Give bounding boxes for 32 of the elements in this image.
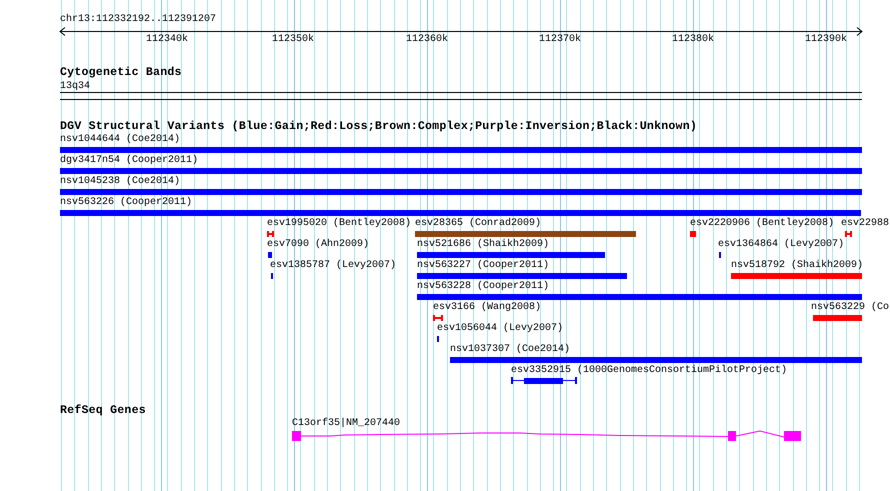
tick-label: 112360k	[406, 34, 448, 46]
track-heading: DGV Structural Variants (Blue:Gain;Red:Loss;Brown:Complex;Purple:Inversion;Black:Unknown)	[60, 121, 698, 133]
track-label: nsv1037307 (Coe2014)	[450, 344, 570, 356]
track-label: 13q34	[60, 81, 90, 93]
tick-label: 112380k	[672, 34, 714, 46]
track-label: nsv518792 (Shaikh2009)	[731, 260, 864, 272]
track-label: esv2220906 (Bentley2008)	[690, 218, 834, 230]
track-label: nsv521686 (Shaikh2009)	[417, 239, 550, 251]
track-label: esv1385787 (Levy2007)	[270, 260, 396, 272]
track-label: esv1995020 (Bentley2008)	[267, 218, 412, 230]
track-label: esv1364864 (Levy2007)	[718, 239, 844, 251]
tick-label: 112350k	[272, 34, 314, 46]
track-label: esv22988	[841, 218, 890, 230]
track-label: esv3352915 (1000GenomesConsortiumPilotProject)	[511, 365, 788, 377]
track-label: esv7090 (Ahn2009)	[267, 239, 370, 251]
track-heading: RefSeq Genes	[60, 405, 146, 417]
track-label: nsv563226 (Cooper2011)	[60, 197, 192, 209]
track-label: nsv563229 (Co	[811, 302, 890, 314]
tick-label: 112340k	[146, 34, 188, 46]
track-label: C13orf35|NM_207440	[292, 418, 400, 430]
track-label: nsv563228 (Cooper2011)	[417, 281, 550, 293]
track-label: esv28365 (Conrad2009)	[415, 218, 542, 230]
track-label: esv1056044 (Levy2007)	[437, 323, 564, 335]
position-label: chr13:112332192..112391207	[60, 14, 216, 26]
track-heading: Cytogenetic Bands	[60, 67, 182, 79]
track-label: nsv563227 (Cooper2011)	[417, 260, 550, 272]
track-label: esv3166 (Wang2008)	[433, 302, 542, 314]
track-label: nsv1045238 (Coe2014)	[60, 176, 180, 188]
tick-label: 112370k	[539, 34, 581, 46]
track-label: nsv1044644 (Coe2014)	[60, 134, 180, 146]
track-label: dgv3417n54 (Cooper2011)	[60, 155, 198, 167]
tick-label: 112390k	[805, 34, 847, 46]
